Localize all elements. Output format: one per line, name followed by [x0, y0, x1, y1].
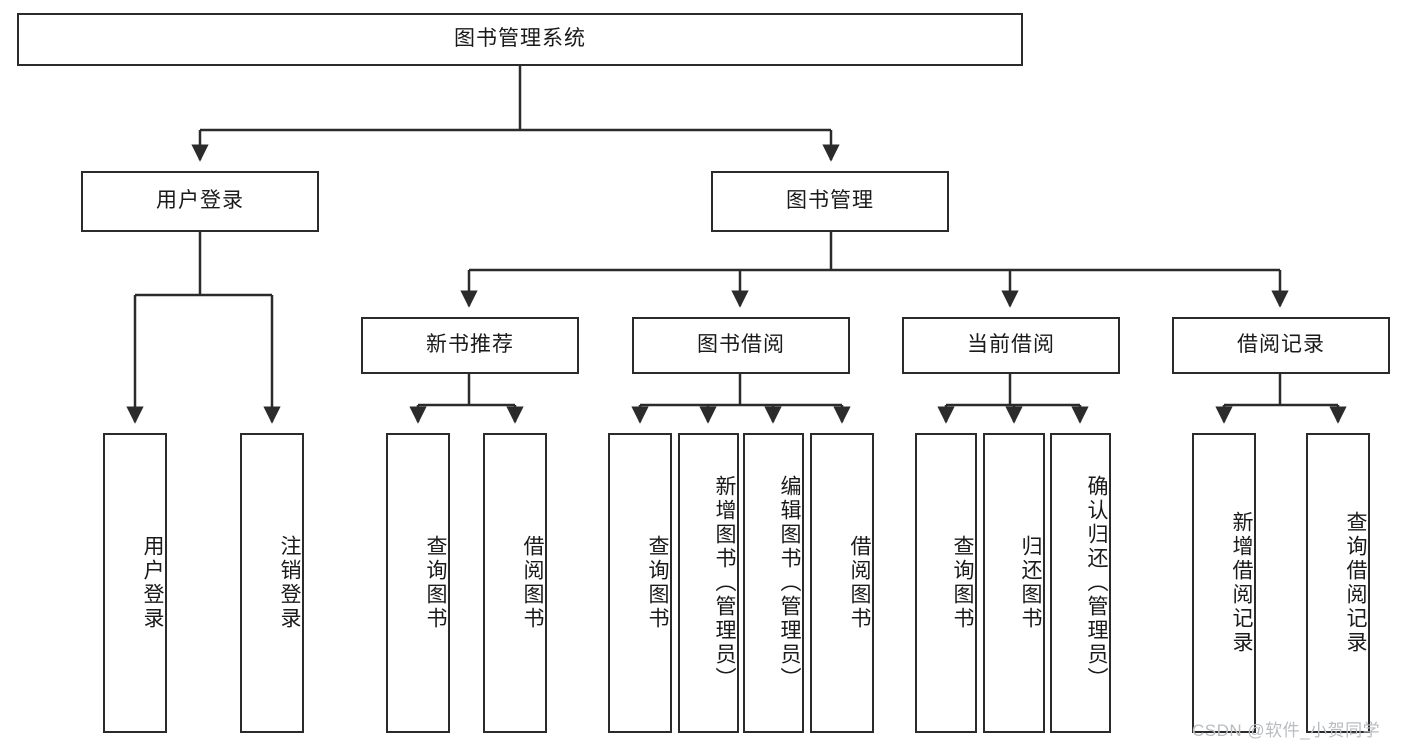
leaf-logout[interactable]: 注销登录: [240, 433, 304, 733]
node-new-book-recommendation[interactable]: 新书推荐: [361, 317, 579, 374]
node-root-book-management-system[interactable]: 图书管理系统: [17, 13, 1023, 66]
leaf-confirm-return-admin[interactable]: 确认归还（管理员）: [1050, 433, 1111, 733]
leaf-user-login-label: 用户登录: [141, 535, 164, 631]
leaf-return-books-label: 归还图书: [1019, 535, 1042, 631]
leaf-borrow-books-borrowing-label: 借阅图书: [848, 535, 871, 631]
leaf-add-book-admin[interactable]: 新增图书（管理员）: [678, 433, 739, 733]
leaf-query-books-borrowing-label: 查询图书: [646, 535, 669, 631]
node-user-login[interactable]: 用户登录: [81, 171, 319, 232]
leaf-user-login[interactable]: 用户登录: [103, 433, 167, 733]
node-new-book-recommendation-label: 新书推荐: [426, 333, 514, 357]
leaf-add-borrowing-record-label: 新增借阅记录: [1230, 511, 1253, 655]
node-book-management[interactable]: 图书管理: [711, 171, 949, 232]
node-book-borrowing[interactable]: 图书借阅: [632, 317, 850, 374]
leaf-query-books-recommendation[interactable]: 查询图书: [386, 433, 450, 733]
node-book-borrowing-label: 图书借阅: [697, 333, 785, 357]
leaf-edit-book-admin-label: 编辑图书（管理员）: [778, 475, 801, 691]
leaf-confirm-return-admin-label: 确认归还（管理员）: [1085, 475, 1108, 691]
leaf-query-books-recommendation-label: 查询图书: [424, 535, 447, 631]
leaf-query-books-borrowing[interactable]: 查询图书: [608, 433, 672, 733]
node-current-borrowing-label: 当前借阅: [967, 333, 1055, 357]
leaf-add-borrowing-record[interactable]: 新增借阅记录: [1192, 433, 1256, 733]
node-root-book-management-system-label: 图书管理系统: [454, 27, 586, 51]
leaf-return-books[interactable]: 归还图书: [983, 433, 1045, 733]
leaf-query-borrowing-record-label: 查询借阅记录: [1344, 511, 1367, 655]
node-borrowing-records[interactable]: 借阅记录: [1172, 317, 1390, 374]
node-book-management-label: 图书管理: [786, 189, 874, 213]
node-borrowing-records-label: 借阅记录: [1237, 333, 1325, 357]
node-current-borrowing[interactable]: 当前借阅: [902, 317, 1120, 374]
leaf-borrow-books-recommendation-label: 借阅图书: [521, 535, 544, 631]
leaf-edit-book-admin[interactable]: 编辑图书（管理员）: [743, 433, 804, 733]
leaf-query-books-current-label: 查询图书: [951, 535, 974, 631]
leaf-query-books-current[interactable]: 查询图书: [915, 433, 977, 733]
leaf-logout-label: 注销登录: [278, 535, 301, 631]
leaf-borrow-books-recommendation[interactable]: 借阅图书: [483, 433, 547, 733]
node-user-login-label: 用户登录: [156, 189, 244, 213]
leaf-borrow-books-borrowing[interactable]: 借阅图书: [810, 433, 874, 733]
leaf-add-book-admin-label: 新增图书（管理员）: [713, 475, 736, 691]
leaf-query-borrowing-record[interactable]: 查询借阅记录: [1306, 433, 1370, 733]
